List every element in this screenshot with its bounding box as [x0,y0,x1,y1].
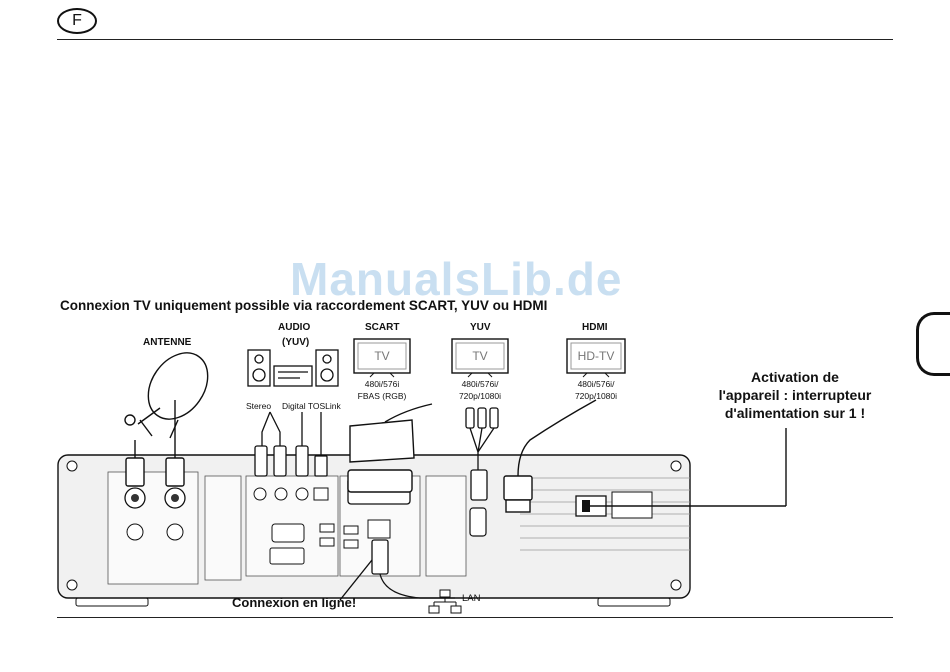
tv-hdmi-caption-2: 720p/1080i [574,391,618,401]
tv-yuv-caption: 480i/576i/ 720p/1080i [448,378,512,402]
lan-cable [371,539,455,599]
label-hdmi: HDMI [582,322,608,333]
tv-hdmi-caption: 480i/576i/ 720p/1080i [564,378,628,402]
label-audio-sub: (YUV) [282,337,310,348]
tv-yuv-caption-2: 720p/1080i [458,391,502,401]
language-badge-label: F [72,12,82,29]
tv-scart-screen-label: TV [374,349,389,363]
watermark: ManualsLib.de [290,253,623,305]
label-stereo: Stereo [246,401,272,411]
tv-scart-caption: 480i/576i FBAS (RGB) [350,378,414,402]
antenna-cables [125,400,185,487]
lan-label: LAN [462,593,481,604]
label-antenne: ANTENNE [143,337,192,348]
stereo-system-icon [247,349,339,387]
tv-hdmi-screen-label: HD-TV [578,349,615,363]
label-digital: Digital TOSLink [282,401,341,411]
power-note-line-2: l'appareil : interrupteur [718,387,872,403]
section-tab [916,312,950,376]
label-yuv: YUV [470,322,491,333]
tv-yuv-caption-1: 480i/576i/ [461,379,499,389]
audio-cables [254,411,328,477]
language-badge: F [57,8,97,34]
power-switch-note: Activation de l'appareil : interrupteur … [695,368,895,422]
tv-yuv-screen-label: TV [472,349,487,363]
tv-scart-caption-1: 480i/576i [364,379,400,389]
label-audio: AUDIO [278,322,311,333]
diagram-heading: Connexion TV uniquement possible via rac… [60,298,548,313]
power-note-line-1: Activation de [751,369,839,385]
online-leader [339,559,373,601]
scart-cable [347,403,433,493]
bottom-divider [57,617,893,618]
hdmi-cable [503,399,597,513]
online-connection-note: Connexion en ligne! [232,595,357,610]
tv-hdmi-icon: HD-TV [566,338,626,378]
satellite-dish-icon [124,352,209,439]
tv-yuv-icon: TV [451,338,509,378]
label-scart: SCART [365,322,400,333]
tv-scart-caption-2: FBAS (RGB) [357,391,407,401]
tv-scart-icon: TV [353,338,411,378]
top-divider [57,39,893,40]
lan-network-icon [428,589,462,614]
yuv-cable [465,407,499,501]
power-note-line-3: d'alimentation sur 1 ! [724,405,866,421]
tv-hdmi-caption-1: 480i/576i/ [577,379,615,389]
